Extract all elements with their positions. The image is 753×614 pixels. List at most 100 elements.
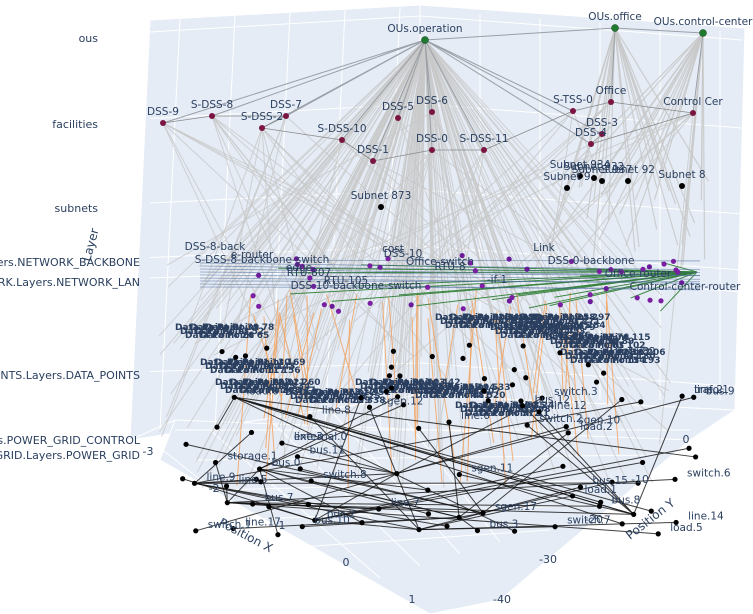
tree-edge [580, 27, 616, 187]
node-label: sgen.12 [382, 395, 424, 407]
grid-node [598, 499, 604, 505]
tree-edge [424, 39, 633, 276]
dense-label: Data Point 336 [445, 321, 521, 331]
tree-edge [424, 39, 505, 288]
dense-label: Data Point 455 [405, 383, 481, 393]
tree-edge [415, 101, 612, 280]
ou-edge [424, 27, 616, 41]
tree-edge [526, 110, 574, 406]
power-grid-edge [194, 478, 257, 484]
dense-label: Data Point 520 [430, 391, 506, 401]
tree-edge [614, 27, 636, 252]
tree-edge [331, 39, 426, 331]
facility-node [429, 109, 435, 115]
node-label: bus.9 [706, 385, 735, 397]
dense-label: Data Point 143 [220, 362, 296, 372]
tree-edge [200, 39, 426, 285]
grid-node [552, 524, 558, 530]
power-grid-edge [194, 401, 641, 484]
data-point-node [481, 375, 488, 382]
grid-node [297, 466, 303, 472]
dense-label: Data Point 156 [225, 366, 301, 376]
node-label: bus.8 [612, 494, 641, 506]
node-label: sgen.10 [578, 415, 620, 427]
node-label: e-router [231, 249, 274, 261]
grid-node [673, 519, 679, 526]
network-node [634, 295, 640, 301]
subnet-node [625, 178, 631, 184]
network-node [367, 300, 373, 306]
node-label: load.1 [585, 484, 617, 496]
network-edge [630, 271, 698, 299]
node-label: switch.6 [687, 467, 731, 479]
network-node [618, 269, 625, 275]
gridline-z [149, 15, 421, 33]
grid-node [250, 501, 256, 507]
node-label: line.3 [294, 431, 323, 443]
tree-edge [261, 127, 318, 342]
power-grid-edges [182, 395, 696, 535]
power-grid-edge [418, 486, 581, 531]
tree-edge [393, 39, 426, 356]
gridline-z [419, 362, 743, 388]
grid-node [359, 520, 365, 526]
network-edge [199, 262, 701, 271]
network-node [568, 258, 575, 265]
data-point-node [601, 370, 607, 376]
ou-facility-edge [397, 39, 426, 119]
node-label: storage.1 [228, 450, 278, 462]
grid-node [294, 454, 301, 460]
network-edge [199, 268, 701, 276]
power-grid-edge [281, 442, 397, 475]
dense-label: Data Point 442 [385, 378, 461, 388]
tree-edge [424, 39, 573, 470]
data-point-edge [496, 311, 514, 462]
dense-label: Data Point 258 [520, 313, 596, 323]
node-label: RTU-105 [324, 275, 368, 287]
grid-node [619, 521, 625, 527]
network-node [408, 302, 414, 308]
grid-node [631, 511, 637, 518]
z-tick-label: Layers.NETWORK.Layers.NETWORK_LAN [0, 276, 140, 289]
facility-edge [590, 112, 694, 145]
dense-label: Data Point 440 [505, 323, 581, 333]
network-node [299, 263, 305, 269]
node-label: DSS-5 [382, 101, 414, 113]
power-grid-edge [259, 396, 398, 470]
power-grid-edge [234, 396, 623, 525]
grid-node [425, 487, 431, 493]
data-point-node [520, 343, 526, 349]
dense-label: Data Point 63 [555, 341, 624, 351]
dense-label: Data Point 180 [580, 352, 656, 362]
dense-label: Data Point 312 [300, 388, 376, 398]
grid-node [692, 454, 699, 460]
tree-edge [200, 39, 426, 301]
dense-label: Data Point 429 [380, 386, 456, 396]
node-label: load.5 [670, 522, 702, 534]
grid-node [519, 403, 526, 409]
tree-edge [424, 39, 441, 317]
data-point-node [390, 348, 397, 354]
grid-node [446, 419, 452, 425]
network-node [425, 284, 431, 290]
tree-edge [194, 143, 592, 344]
facility-node [690, 110, 696, 116]
ou-facility-edge [424, 39, 433, 151]
data-point-node [429, 353, 435, 360]
node-label: S-DSS-11 [459, 133, 508, 145]
grid-node [563, 424, 569, 430]
node-label: S-DSS-10 [317, 123, 366, 135]
grid-node [577, 484, 584, 490]
power-grid-edge [418, 428, 484, 514]
tree-edge [586, 27, 616, 219]
tree-edge [424, 39, 625, 351]
dense-label: Data Point 453 [510, 327, 586, 337]
tree-edge [397, 39, 426, 483]
tree-edge [387, 39, 426, 452]
node-label: switch.3 [554, 386, 598, 398]
grid-node [619, 396, 625, 403]
dense-label: Data Point 414 [495, 327, 571, 337]
grid-node [307, 413, 313, 420]
dense-label: Data Point 494 [420, 383, 496, 393]
